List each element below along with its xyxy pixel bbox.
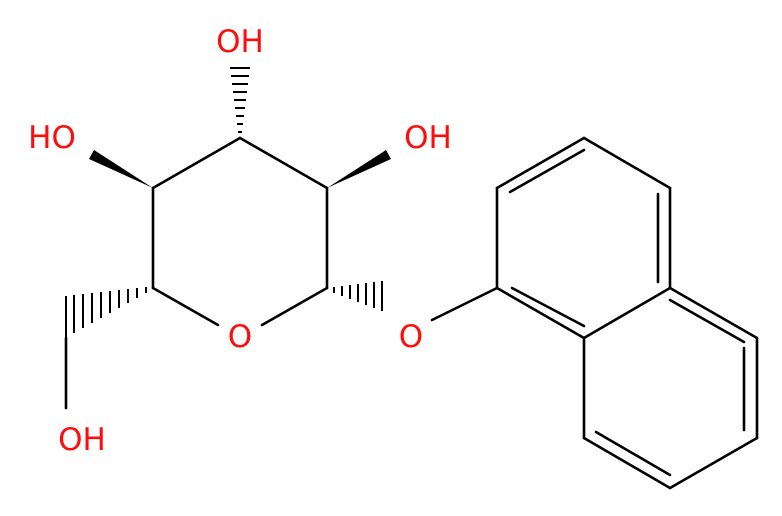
hash-bonds [65, 67, 383, 338]
naph-b4 [582, 436, 672, 490]
label-oh-top: OH [216, 24, 264, 60]
naph-a6 [495, 286, 586, 340]
bond-olink-naph [430, 286, 499, 322]
wedge-bonds [89, 150, 391, 188]
ring-bonds [64, 136, 499, 410]
bond-c3-c4 [151, 136, 242, 190]
naph-b1 [668, 286, 759, 340]
label-o-ring: O [228, 319, 252, 355]
naph-d1 [508, 148, 586, 194]
label-o-link: O [399, 319, 423, 355]
label-oh-left: HO [28, 120, 76, 156]
bond-c5-oring [151, 286, 220, 327]
naph-a5 [582, 286, 672, 340]
naph-d4 [668, 298, 746, 344]
wedge-c2-oh [327, 150, 391, 188]
wedge-c4-oh [89, 150, 153, 188]
naph-d6 [594, 430, 672, 477]
naphthalene-bonds [495, 136, 759, 490]
bond-c2-c3 [238, 136, 329, 190]
label-oh-bottom: OH [58, 422, 106, 458]
naph-d3 [510, 286, 586, 328]
atom-labels: OH HO OH O O OH [28, 24, 452, 458]
naph-a2 [495, 136, 586, 190]
bond-oring-c1 [260, 286, 329, 327]
label-oh-right: OH [404, 120, 452, 156]
naph-a3 [582, 136, 672, 190]
naph-b3 [668, 436, 759, 490]
